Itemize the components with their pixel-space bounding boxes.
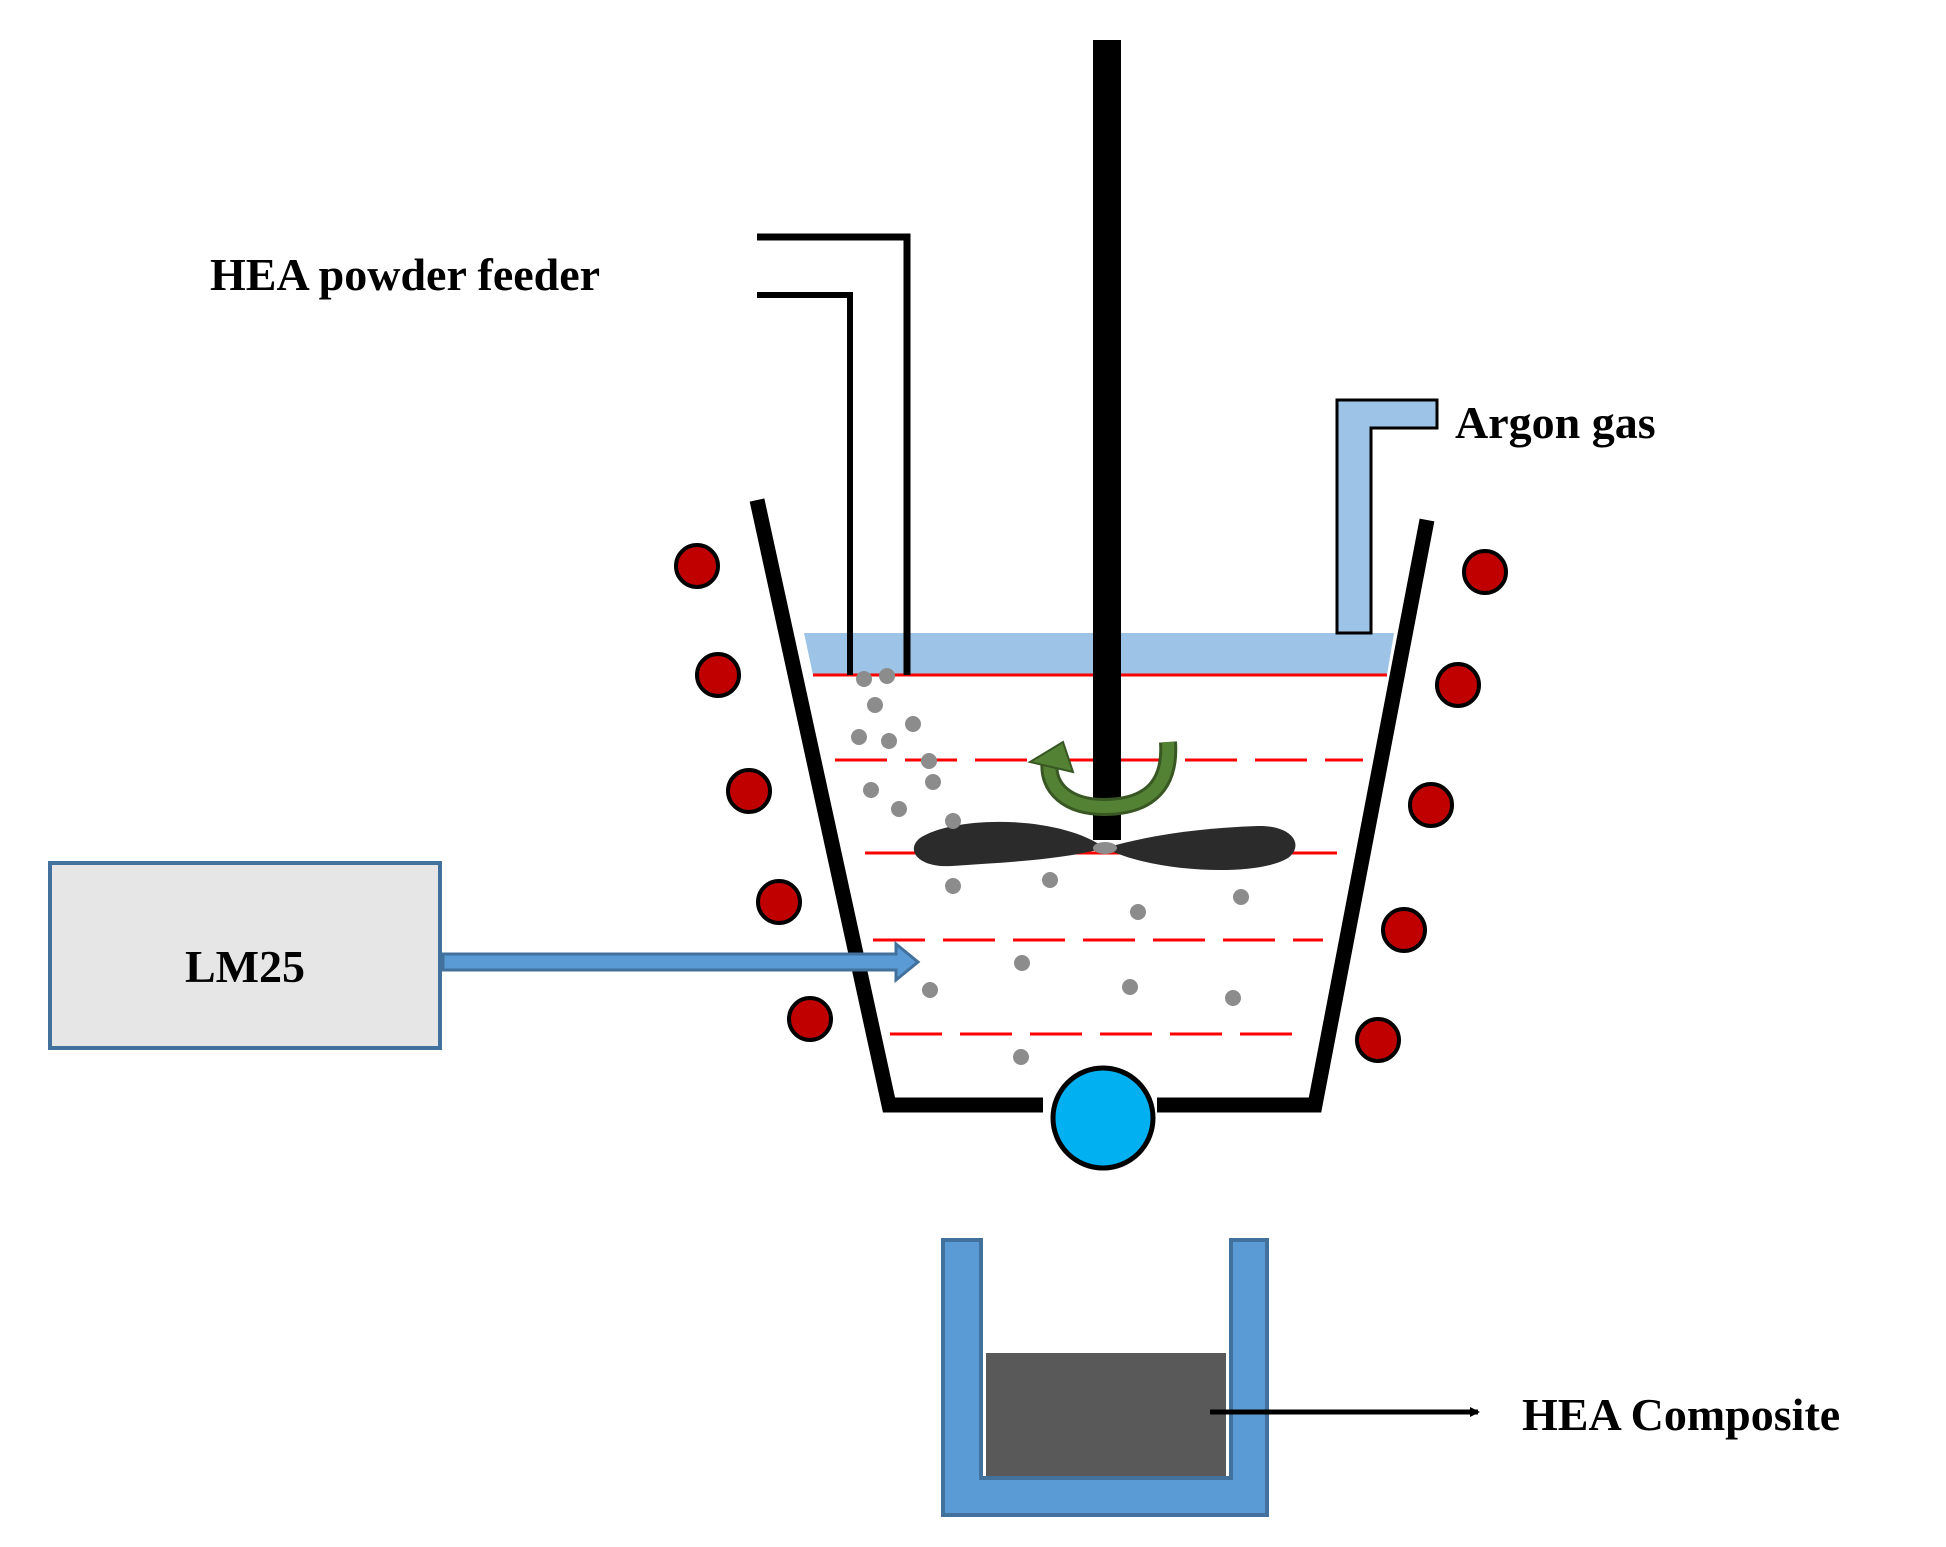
induction-coils-left (674, 543, 833, 1042)
powder-particle (1013, 1049, 1029, 1065)
hea-powder-particles (851, 668, 1249, 1065)
pouring-valve (1050, 1065, 1156, 1171)
powder-particle (925, 774, 941, 790)
coil-icon (1435, 662, 1481, 708)
powder-particle (891, 801, 907, 817)
powder-particle (879, 668, 895, 684)
powder-particle (1122, 979, 1138, 995)
lm25-label: LM25 (185, 941, 305, 992)
coil-icon (726, 768, 772, 814)
hea-composite-label: HEA Composite (1522, 1389, 1840, 1440)
powder-particle (1233, 889, 1249, 905)
coil-icon (1408, 782, 1454, 828)
coil-icon (674, 543, 720, 589)
crucible-wall (1157, 518, 1435, 1113)
powder-feeder-tube (757, 233, 911, 675)
mould (941, 1238, 1269, 1517)
lm25-source-box (48, 861, 442, 1050)
coil-icon (1355, 1017, 1401, 1063)
powder-particle (881, 733, 897, 749)
rotation-arrow-icon (1027, 740, 1178, 817)
coil-icon (695, 652, 741, 698)
argon-gas-tube (1335, 398, 1439, 635)
coil-icon (1381, 907, 1427, 953)
powder-particle (1014, 955, 1030, 971)
crucible-wall (749, 498, 1043, 1113)
powder-particle (851, 729, 867, 745)
powder-particle (1042, 872, 1058, 888)
stirrer-impeller (913, 821, 1296, 871)
powder-particle (867, 697, 883, 713)
coil-icon (787, 996, 833, 1042)
powder-particle (1225, 990, 1241, 1006)
powder-particle (856, 671, 872, 687)
coil-icon (756, 879, 802, 925)
powder-feeder-label: HEA powder feeder (210, 249, 600, 300)
powder-particle (905, 716, 921, 732)
coil-icon (1462, 549, 1508, 595)
argon-gas-label: Argon gas (1455, 397, 1656, 448)
powder-particle (945, 813, 961, 829)
powder-particle (945, 878, 961, 894)
induction-coils-right (1355, 549, 1508, 1063)
powder-particle (1130, 904, 1146, 920)
powder-particle (863, 782, 879, 798)
lm25-feed-arrow (441, 940, 921, 984)
powder-particle (922, 982, 938, 998)
powder-particle (921, 753, 937, 769)
hea-composite-casting (986, 1353, 1226, 1476)
stirrer-shaft (1093, 40, 1121, 840)
